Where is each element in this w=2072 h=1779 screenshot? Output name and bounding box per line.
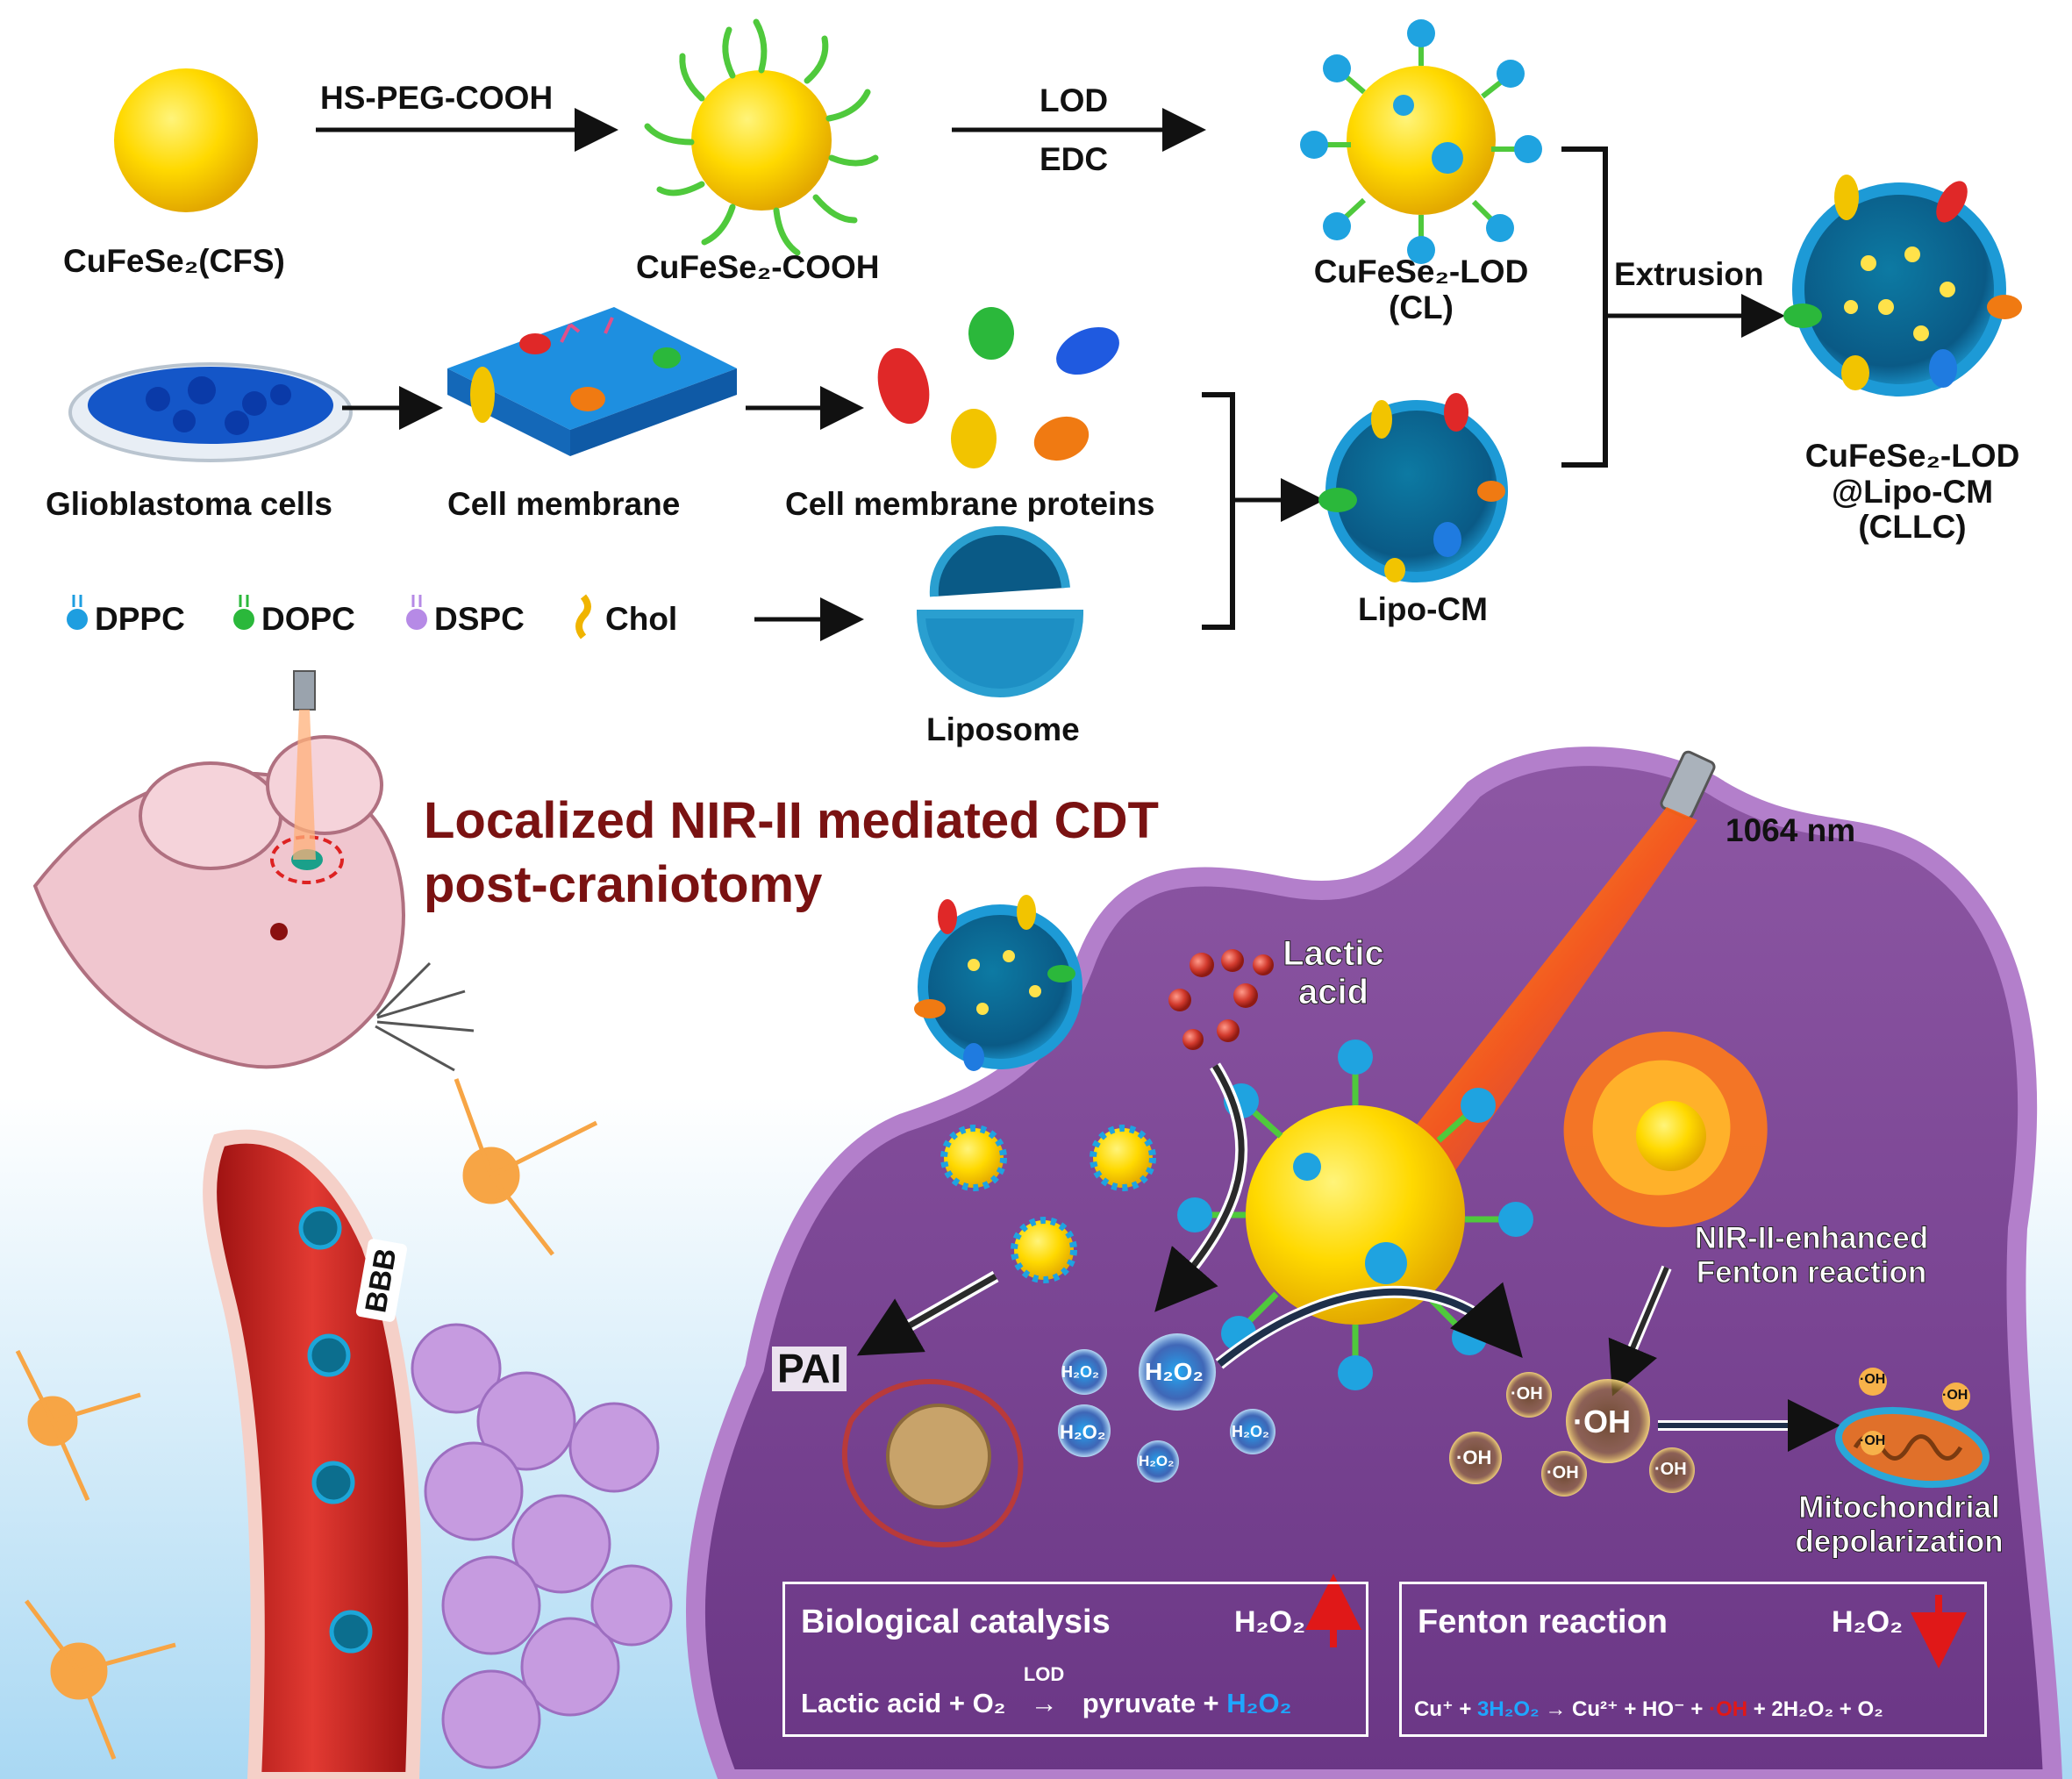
mito-label-line2: depolarization [1795, 1524, 2004, 1559]
petri-dish [68, 362, 353, 462]
clc-label-line3: (CLLC) [1858, 509, 1967, 546]
cl-label: CuFeSe₂-LOD (CL) [1298, 254, 1544, 325]
edc-step-label: EDC [1040, 141, 1109, 177]
box-left-equation: Lactic acid + O₂ LOD→ pyruvate + H₂O₂ [801, 1663, 1292, 1719]
neuron-cells [15, 1078, 598, 1760]
therapy-title: Localized NIR-II mediated CDT post-crani… [424, 789, 1159, 917]
laser-beam-mouse [293, 710, 316, 860]
eq-right-h2o2: 3H₂O₂ [1477, 1697, 1540, 1721]
lipid-dopc-label: DOPC [261, 601, 355, 637]
pai-label: PAI [772, 1347, 847, 1391]
extrusion-label: Extrusion [1614, 256, 1764, 292]
eq-right-products: Cu²⁺ + HO⁻ + [1572, 1697, 1704, 1721]
hydroxyl-label: ·OH [1654, 1460, 1687, 1479]
lipo-cm-label: Lipo-CM [1358, 591, 1488, 627]
cell-membrane-label: Cell membrane [447, 486, 681, 522]
cfs-nanoparticle [114, 68, 258, 212]
bracket-extrusion [1561, 146, 1608, 468]
cl-nanoparticle [1300, 19, 1542, 264]
eq-left-arrow: LOD→ [1013, 1663, 1075, 1719]
cooh-nanoparticle [644, 18, 879, 256]
cl-label-line2: (CL) [1389, 289, 1454, 325]
eq-left-products: pyruvate + [1082, 1688, 1219, 1718]
lipo-cm-particle [1318, 393, 1508, 582]
mito-hydroxyl-label: ·OH [1942, 1388, 1968, 1403]
mito-hydroxyl-label: ·OH [1860, 1433, 1886, 1448]
liposome-label: Liposome [926, 711, 1080, 747]
glioblastoma-label: Glioblastoma cells [46, 486, 332, 522]
box-right-title: Fenton reaction [1418, 1604, 1668, 1640]
cooh-label: CuFeSe₂-COOH [636, 249, 880, 285]
h2o2-label: H₂O₂ [1061, 1363, 1099, 1381]
biological-catalysis-box: Biological catalysis H₂O₂ Lactic acid + … [782, 1582, 1368, 1737]
lactic-acid-line1: Lactic [1282, 934, 1385, 974]
peg-step-label: HS-PEG-COOH [320, 80, 554, 116]
h2o2-label: H₂O₂ [1232, 1423, 1269, 1440]
oh-bubbles [1449, 1372, 1695, 1497]
hydroxyl-label: ·OH [1573, 1404, 1631, 1440]
cell-nucleus [841, 1379, 1024, 1547]
eq-left-h2o2: H₂O₂ [1226, 1688, 1292, 1718]
therapy-title-line1: Localized NIR-II mediated CDT [424, 792, 1159, 849]
mitochondrion [1835, 1368, 1990, 1489]
clc-particle [1783, 175, 2022, 397]
mito-label-line1: Mitochondrial [1798, 1490, 2000, 1525]
clc-particle-membrane [914, 895, 1082, 1071]
lipid-chol-label: Chol [605, 601, 678, 637]
eq-left-lod: LOD [1023, 1663, 1065, 1685]
h2o2-label: H₂O₂ [1060, 1421, 1106, 1443]
cfs-label: CuFeSe₂(CFS) [63, 243, 285, 279]
lactic-acid-molecules [1168, 949, 1274, 1050]
fenton-reaction-box: Fenton reaction H₂O₂ Cu⁺ + 3H₂O₂ → Cu²⁺ … [1399, 1582, 1987, 1737]
hydroxyl-label: ·OH [1456, 1447, 1492, 1468]
cell-membrane-graphic [447, 307, 737, 456]
liposome-graphic [916, 525, 1084, 697]
eq-left-reactants: Lactic acid + O₂ [801, 1688, 1006, 1718]
laser-head-mouse [293, 670, 316, 711]
heated-particle [1563, 1032, 1768, 1227]
brain-tissue [411, 1323, 673, 1769]
fenton-enhanced-label: NIR-II-enhanced Fenton reaction [1662, 1221, 1961, 1290]
fenton-enhanced-line2: Fenton reaction [1696, 1254, 1927, 1290]
h2o2-bubbles [1058, 1333, 1275, 1482]
membrane-proteins [877, 307, 1119, 468]
lod-step-label: LOD [1040, 82, 1109, 118]
membrane-proteins-label: Cell membrane proteins [785, 486, 1155, 522]
eq-right-tail: + 2H₂O₂ + O₂ [1753, 1697, 1883, 1721]
cl-label-line1: CuFeSe₂-LOD [1313, 254, 1529, 289]
fenton-enhanced-line1: NIR-II-enhanced [1694, 1221, 1929, 1255]
cl-particles-small [940, 1125, 1156, 1283]
h2o2-label: H₂O₂ [1145, 1358, 1204, 1385]
box-right-equation: Cu⁺ + 3H₂O₂ → Cu²⁺ + HO⁻ + ·OH + 2H₂O₂ +… [1414, 1697, 1883, 1722]
therapy-title-line2: post-craniotomy [424, 855, 823, 913]
clc-label-line1: CuFeSe₂-LOD [1804, 438, 2020, 474]
hydroxyl-label: ·OH [1511, 1384, 1543, 1404]
mouse-graphic [32, 735, 475, 1072]
lactic-acid-label: Lactic acid [1263, 934, 1404, 1012]
bracket-lipo [1202, 392, 1235, 630]
vessel-particles [298, 1206, 373, 1654]
lipid-dppc-label: DPPC [95, 601, 185, 637]
clc-label: CuFeSe₂-LOD @Lipo-CM (CLLC) [1790, 438, 2035, 546]
h2o2-label: H₂O₂ [1139, 1453, 1175, 1469]
mito-hydroxyl-label: ·OH [1860, 1372, 1886, 1387]
eq-right-cu: Cu⁺ + [1414, 1697, 1472, 1721]
clc-label-line2: @Lipo-CM [1831, 473, 1994, 510]
lipid-icons [67, 594, 591, 639]
mito-label: Mitochondrial depolarization [1759, 1490, 2040, 1559]
eq-right-oh: ·OH [1709, 1697, 1748, 1721]
lactic-acid-line2: acid [1297, 973, 1369, 1012]
box-right-h2o2: H₂O₂ [1832, 1605, 1904, 1639]
lipid-dspc-label: DSPC [434, 601, 525, 637]
box-left-title: Biological catalysis [801, 1604, 1111, 1640]
laser-wavelength-label: 1064 nm [1725, 812, 1856, 848]
hydroxyl-label: ·OH [1547, 1463, 1579, 1482]
eq-right-arrow: → [1545, 1697, 1567, 1721]
box-left-h2o2: H₂O₂ [1234, 1605, 1306, 1639]
